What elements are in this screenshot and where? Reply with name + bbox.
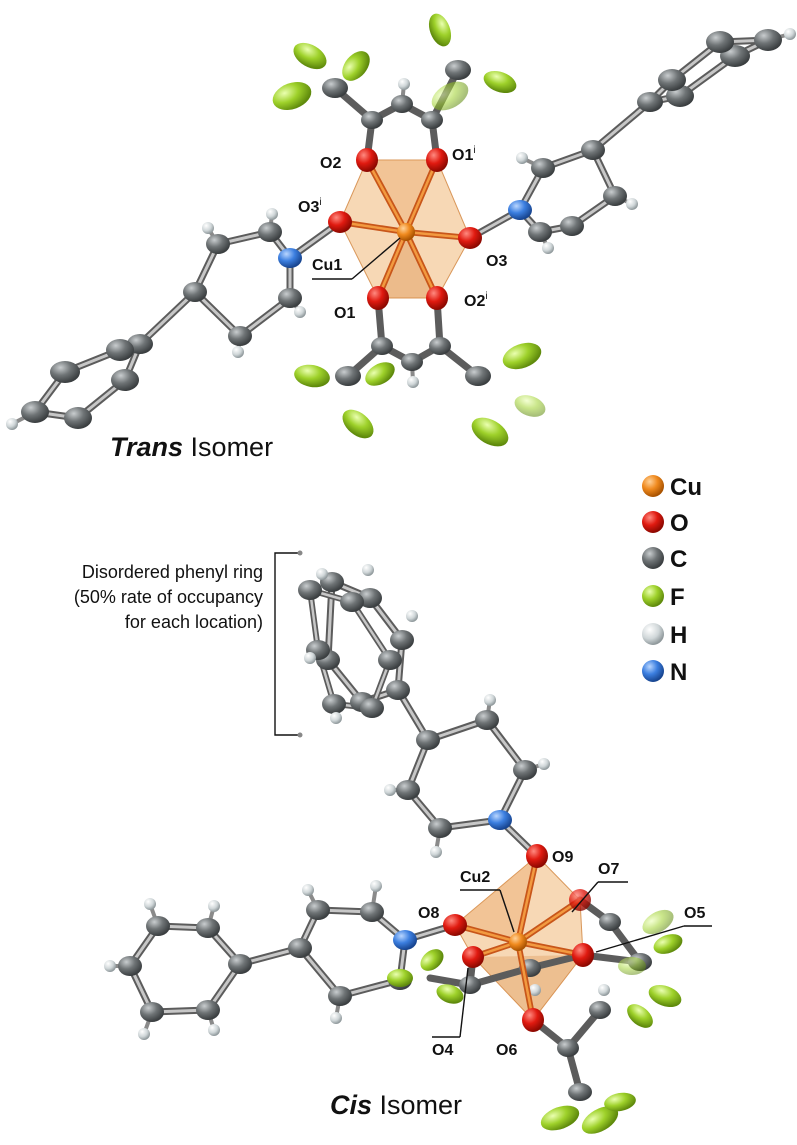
element-legend: Cu O C F H N <box>642 474 702 686</box>
leader-o5 <box>595 925 685 953</box>
annotation-line-3: for each location) <box>125 612 263 632</box>
label-o1i: O1i <box>452 145 476 164</box>
label-o2i: O2i <box>464 291 488 310</box>
legend-item-h: H <box>642 622 687 649</box>
leader-o4 <box>459 967 469 1038</box>
cis-cu2-atom <box>509 933 527 951</box>
label-o2: O2 <box>320 155 341 172</box>
cis-top-pyridine <box>384 694 550 860</box>
trans-cu1-atom <box>397 223 415 241</box>
legend-item-cu: Cu <box>642 474 702 501</box>
trans-octahedron-face <box>367 160 437 232</box>
cis-left-ligand <box>104 880 459 1040</box>
label-cu2: Cu2 <box>460 869 490 886</box>
legend-item-f: F <box>642 584 685 611</box>
annotation-bracket <box>274 552 300 736</box>
label-cu1: Cu1 <box>312 257 342 274</box>
label-o7: O7 <box>598 861 619 878</box>
legend-item-o: O <box>642 510 689 537</box>
trans-right-ligand <box>466 28 796 254</box>
cis-isomer-structure: O9 Cu2 O7 O8 O5 O4 O6 <box>104 564 712 1134</box>
trans-top-hfac <box>272 13 517 164</box>
leader-cu2 <box>499 889 515 933</box>
cis-disordered-phenyl <box>298 564 432 744</box>
annotation-line-1: Disordered phenyl ring <box>82 562 263 582</box>
trans-isomer-title: Trans Isomer <box>110 432 273 462</box>
svg-text:Cu: Cu <box>670 474 702 501</box>
label-o8: O8 <box>418 905 439 922</box>
annotation-line-2: (50% rate of occupancy <box>74 587 263 607</box>
trans-octahedron-face <box>378 232 437 298</box>
trans-isomer-structure: O2 O1i O3i Cu1 O3 O1 O2i <box>6 13 796 447</box>
svg-text:H: H <box>670 622 687 649</box>
trans-bottom-hfac <box>294 294 546 447</box>
cis-isomer-title: Cis Isomer <box>330 1090 462 1120</box>
svg-text:O: O <box>670 510 689 537</box>
label-o3: O3 <box>486 253 507 270</box>
cis-hfac-ligands <box>387 896 683 1134</box>
leader-o7 <box>571 881 599 913</box>
label-o3i: O3i <box>298 197 322 216</box>
cis-octahedron-face <box>455 856 537 942</box>
svg-text:F: F <box>670 584 685 611</box>
label-o9: O9 <box>552 849 573 866</box>
label-o6: O6 <box>496 1042 517 1059</box>
disorder-annotation: Disordered phenyl ring (50% rate of occu… <box>74 550 303 738</box>
label-o4: O4 <box>432 1042 453 1059</box>
trans-metal-center <box>328 148 482 310</box>
svg-text:N: N <box>670 659 687 686</box>
trans-left-ligand <box>6 208 344 430</box>
cis-metal-center <box>443 844 594 1032</box>
label-o5: O5 <box>684 905 705 922</box>
label-o1: O1 <box>334 305 355 322</box>
leader-cu1 <box>351 237 401 280</box>
legend-item-n: N <box>642 659 687 686</box>
svg-text:C: C <box>670 546 687 573</box>
legend-item-c: C <box>642 546 687 573</box>
